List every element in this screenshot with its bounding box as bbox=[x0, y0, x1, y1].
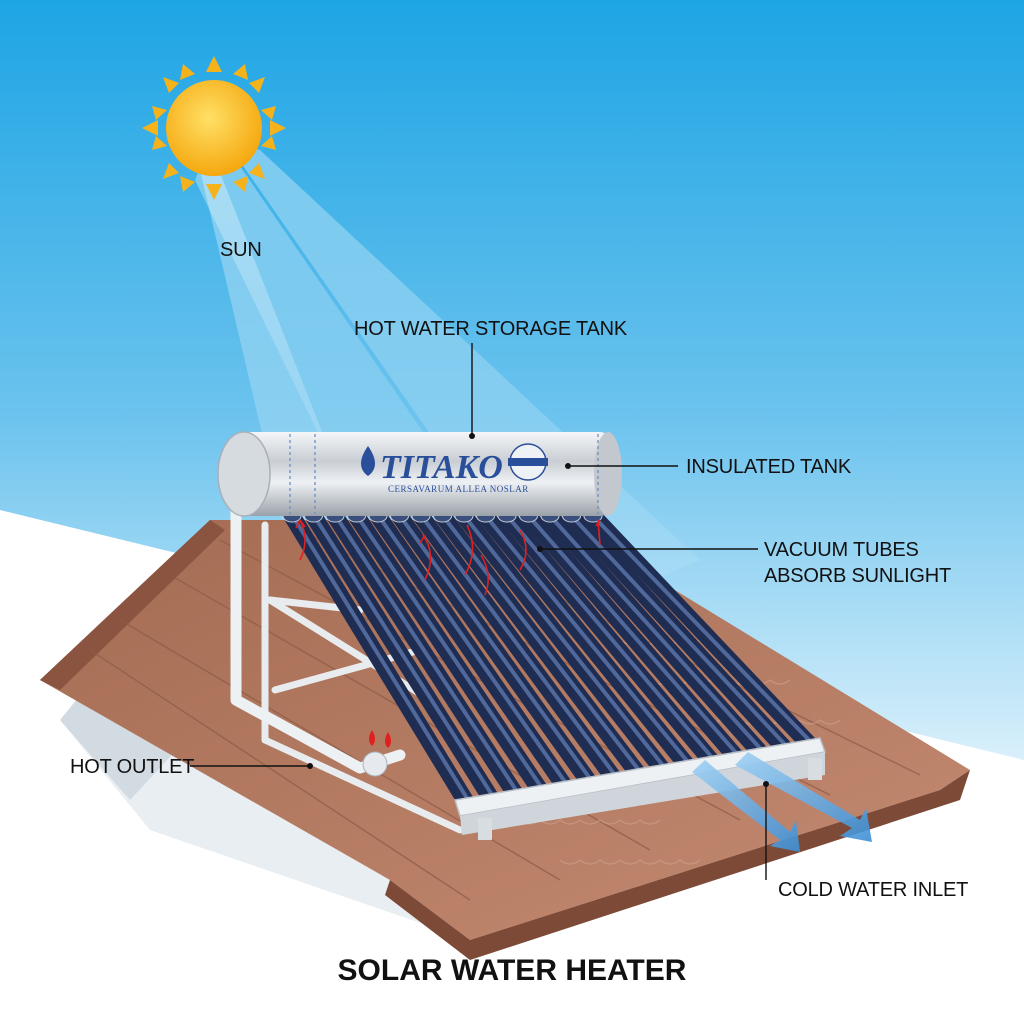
vacuum-tube-highlight bbox=[442, 516, 644, 776]
cold-water-inlet-arrows-icon bbox=[692, 752, 872, 852]
vacuum-tube-highlight bbox=[550, 516, 766, 755]
label-hot-outlet: HOT OUTLET bbox=[70, 756, 194, 778]
vacuum-tube-highlight bbox=[507, 516, 717, 763]
vacuum-tube-highlight bbox=[528, 516, 742, 759]
label-vacuum-tubes-line1: VACUUM TUBES bbox=[764, 539, 919, 561]
vacuum-tube-highlight bbox=[313, 516, 497, 801]
vacuum-tube-highlight bbox=[335, 516, 521, 797]
water-drop-logo-icon bbox=[361, 446, 375, 476]
hot-water-storage-tank: TITAKO CERSAVARUM ALLEA NOSLAR bbox=[217, 431, 622, 517]
hot-outlet-valve bbox=[362, 730, 391, 777]
leader-lines bbox=[190, 343, 769, 880]
tank-brand-text: TITAKO bbox=[380, 449, 503, 486]
vacuum-tube-highlight bbox=[378, 516, 570, 789]
label-cold-water-inlet: COLD WATER INLET bbox=[778, 879, 968, 901]
vacuum-tubes bbox=[282, 507, 820, 814]
label-sun: SUN bbox=[220, 239, 262, 261]
sun-icon bbox=[142, 56, 286, 200]
label-vacuum-tubes-line2: ABSORB SUNLIGHT bbox=[764, 565, 951, 587]
vacuum-tube-highlight bbox=[571, 516, 791, 751]
vacuum-tube-highlight bbox=[356, 516, 546, 793]
vacuum-tube-highlight bbox=[485, 516, 693, 768]
vacuum-tube-highlight bbox=[292, 516, 472, 805]
label-insulated-tank: INSULATED TANK bbox=[686, 456, 852, 478]
vacuum-tube-highlight bbox=[421, 516, 619, 780]
hot-flow-arrows bbox=[295, 519, 601, 596]
tank-brand-subtext: CERSAVARUM ALLEA NOSLAR bbox=[388, 484, 529, 494]
vacuum-tube-highlight bbox=[464, 516, 668, 772]
vacuum-tube-highlight bbox=[399, 516, 595, 784]
vacuum-tube-highlight bbox=[593, 516, 815, 747]
label-hot-water-storage-tank: HOT WATER STORAGE TANK bbox=[354, 318, 628, 340]
diagram-title: SOLAR WATER HEATER bbox=[338, 954, 687, 987]
tank-seal-badge-icon bbox=[508, 443, 548, 481]
tube-bottom-rail bbox=[454, 737, 827, 840]
